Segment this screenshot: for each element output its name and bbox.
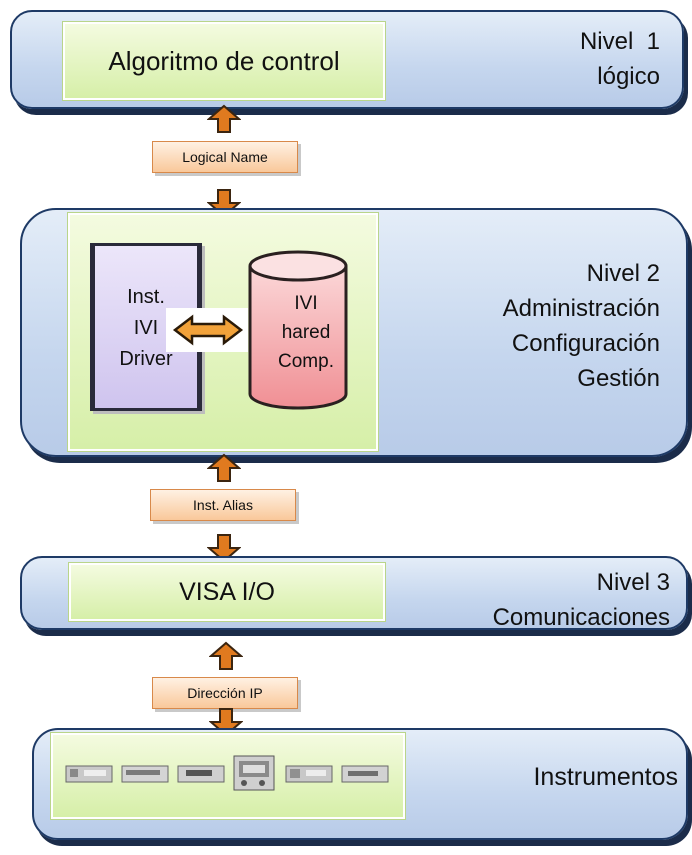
- instrument-1-icon: [65, 765, 113, 783]
- level4-label: Instrumentos: [533, 763, 678, 791]
- instrument-4-icon: [233, 755, 275, 791]
- arrow-up-1-icon: [207, 104, 241, 133]
- instrument-2-icon: [121, 765, 169, 783]
- level1-label-line2: lógico: [597, 63, 660, 90]
- level1-label-line1: Nivel 1: [579, 28, 660, 55]
- link2-tag: Inst. Alias: [150, 489, 296, 521]
- link1-tag: Logical Name: [152, 141, 298, 173]
- instrument-3-icon: [177, 765, 225, 783]
- instruments-row: [65, 755, 389, 791]
- level2-label-line3: Configuración: [511, 330, 660, 357]
- level1-label: Nivel 1 lógico: [440, 24, 660, 94]
- level3-box-text: VISA I/O: [179, 578, 275, 606]
- driver-text-line1: Inst.: [127, 286, 165, 308]
- shared-text-line2: hared: [281, 322, 331, 343]
- level3-label: Nivel 3 Comunicaciones: [410, 565, 670, 635]
- arrow-up-2-icon: [207, 453, 241, 482]
- level3-box: [69, 563, 385, 621]
- level2-label-line1: Nivel 2: [586, 260, 660, 287]
- level3-label-line2: Comunicaciones: [492, 604, 670, 631]
- driver-text-line2: IVI: [133, 317, 159, 339]
- shared-text-line3: Comp.: [278, 351, 334, 372]
- level2-label-line2: Administración: [502, 295, 660, 322]
- shared-text-line1: IVI: [294, 293, 318, 314]
- driver-text-line3: Driver: [119, 348, 173, 370]
- shared-components-cylinder: [248, 250, 348, 410]
- level1-box-text: Algoritmo de control: [108, 46, 340, 76]
- level2-label: Nivel 2 Administración Configuración Ges…: [400, 256, 660, 396]
- level3-label-line1: Nivel 3: [596, 569, 670, 596]
- instrument-6-icon: [341, 765, 389, 783]
- bidirectional-arrow-icon: [172, 314, 244, 346]
- arrow-down-2-icon: [207, 534, 241, 563]
- driver-text: Inst. IVI Driver: [95, 282, 197, 375]
- level2-label-line4: Gestión: [577, 365, 660, 392]
- instrument-5-icon: [285, 765, 333, 783]
- link3-tag: Dirección IP: [152, 677, 298, 709]
- shared-text: IVI hared Comp.: [258, 289, 354, 376]
- arrow-up-3-icon: [209, 641, 243, 670]
- level1-box: [63, 22, 385, 100]
